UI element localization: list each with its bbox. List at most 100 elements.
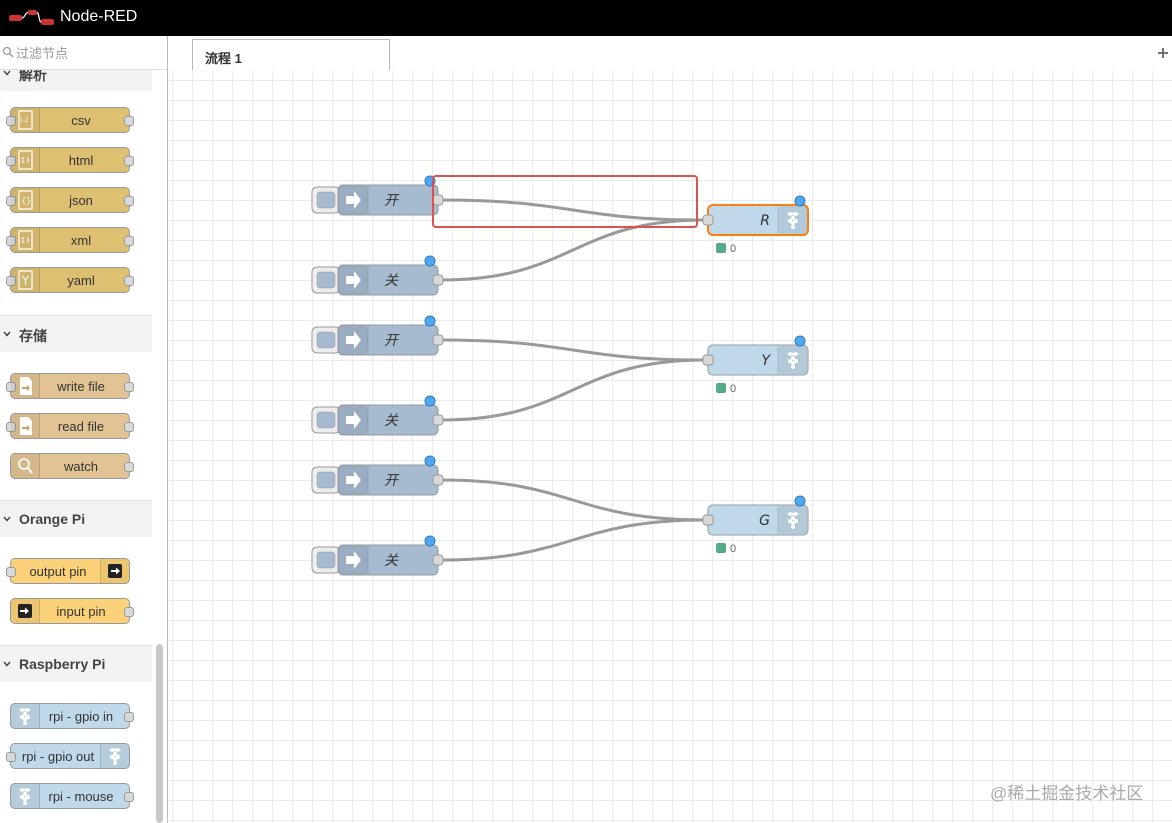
code-icon: [11, 228, 40, 252]
category-raspberry-pi-body: rpi - gpio in rpi - gpio out rpi - mouse: [0, 682, 152, 823]
inject-node[interactable]: 关: [311, 395, 444, 436]
palette-node-watch[interactable]: watch: [10, 453, 134, 479]
category-storage-header[interactable]: 存储: [0, 315, 152, 353]
inject-button-inner: [316, 271, 336, 289]
gpio-node-label: R: [760, 213, 770, 229]
node-red-logo-icon: [9, 10, 54, 25]
raspberry-icon: [11, 784, 40, 808]
input-port[interactable]: [702, 354, 714, 366]
palette-node-input-pin[interactable]: input pin: [10, 598, 134, 624]
changed-indicator: [424, 255, 436, 267]
output-port: [124, 607, 134, 617]
inject-button-inner: [316, 191, 336, 209]
status-dot: [716, 543, 726, 553]
changed-indicator: [424, 535, 436, 547]
gpio-out-node[interactable]: G0: [702, 495, 809, 555]
node-label: input pin: [56, 604, 106, 619]
node-label: output pin: [29, 564, 87, 579]
node-label: watch: [64, 459, 98, 474]
chevron-down-icon: [3, 661, 11, 667]
output-port[interactable]: [432, 414, 444, 426]
inject-button-inner: [316, 331, 336, 349]
output-port[interactable]: [432, 194, 444, 206]
flow-link[interactable]: [440, 218, 706, 282]
changed-indicator: [794, 495, 806, 507]
category-raspberry-pi-header[interactable]: Raspberry Pi: [0, 645, 152, 683]
output-port[interactable]: [432, 274, 444, 286]
flow-link[interactable]: [440, 518, 706, 562]
category-label: 解析: [19, 67, 47, 83]
palette-node-rpi-gpio-out[interactable]: rpi - gpio out: [6, 743, 130, 769]
palette-node-xml[interactable]: xml: [6, 227, 134, 253]
output-port[interactable]: [432, 554, 444, 566]
palette-node-output-pin[interactable]: output pin: [6, 558, 130, 584]
braces-icon: {}: [11, 188, 40, 212]
flow-link[interactable]: [440, 338, 706, 362]
inject-node[interactable]: 开: [311, 175, 444, 216]
status-dot: [716, 243, 726, 253]
app-title: Node-RED: [60, 8, 138, 25]
raspberry-icon: [11, 704, 40, 728]
plus-icon[interactable]: [1157, 47, 1169, 59]
palette-node-csv[interactable]: 1,2 csv: [6, 107, 134, 133]
palette-node-rpi-gpio-in[interactable]: rpi - gpio in: [10, 703, 134, 729]
gpio-out-node[interactable]: Y0: [702, 335, 809, 395]
chevron-down-icon: [3, 70, 11, 76]
input-port[interactable]: [702, 514, 714, 526]
workspace-tabs-bar: 流程 1: [168, 36, 1172, 72]
svg-text:{}: {}: [22, 197, 32, 206]
input-port: [6, 276, 16, 286]
file-out-icon: [11, 374, 40, 398]
palette-scrollbar-track[interactable]: [153, 69, 166, 823]
palette-node-write-file[interactable]: write file: [6, 373, 134, 399]
inject-node[interactable]: 开: [311, 455, 444, 496]
input-port: [6, 116, 16, 126]
output-port: [124, 422, 134, 432]
output-port: [124, 156, 134, 166]
tab-flow-1[interactable]: 流程 1: [192, 39, 390, 71]
search-icon: [2, 46, 14, 58]
palette-node-rpi-mouse[interactable]: rpi - mouse: [10, 783, 134, 809]
status-dot: [716, 383, 726, 393]
raspberry-icon: [787, 212, 799, 230]
palette-filter-input[interactable]: [14, 42, 158, 64]
status-text: 0: [730, 543, 736, 555]
palette-scrollbar-thumb[interactable]: [156, 644, 163, 823]
output-port: [124, 712, 134, 722]
inject-node-label: 开: [384, 333, 400, 349]
input-port[interactable]: [702, 214, 714, 226]
inject-node[interactable]: 关: [311, 255, 444, 296]
palette-node-yaml[interactable]: yaml: [6, 267, 134, 293]
node-label: write file: [57, 379, 105, 394]
inject-node-label: 开: [384, 473, 400, 489]
tab-label: 流程 1: [205, 51, 242, 66]
flow-link[interactable]: [440, 358, 706, 422]
gpio-out-node[interactable]: R0: [702, 195, 809, 255]
palette-node-json[interactable]: {} json: [6, 187, 134, 213]
inject-node[interactable]: 关: [311, 535, 444, 576]
chevron-down-icon: [3, 516, 11, 522]
flow-link[interactable]: [440, 198, 706, 222]
inject-node[interactable]: 开: [311, 315, 444, 356]
output-port[interactable]: [432, 334, 444, 346]
code-icon: [11, 148, 40, 172]
category-label: Orange Pi: [19, 511, 86, 527]
arrow-right-icon: [346, 191, 361, 209]
flow-link[interactable]: [440, 478, 706, 522]
output-port: [124, 462, 134, 472]
category-parser-body: 1,2 csv html {} json xml: [0, 91, 152, 315]
node-label: rpi - mouse: [48, 789, 114, 804]
category-orange-pi-header[interactable]: Orange Pi: [0, 500, 152, 538]
gpio-node-label: Y: [761, 353, 771, 369]
output-port[interactable]: [432, 474, 444, 486]
palette-node-read-file[interactable]: read file: [6, 413, 134, 439]
input-port: [6, 156, 16, 166]
header-bar: Node-RED: [0, 0, 1172, 36]
output-port: [124, 116, 134, 126]
palette-node-html[interactable]: html: [6, 147, 134, 173]
category-storage-body: write file read file watch: [0, 352, 152, 500]
inject-node-label: 开: [384, 193, 400, 209]
status-text: 0: [730, 383, 736, 395]
